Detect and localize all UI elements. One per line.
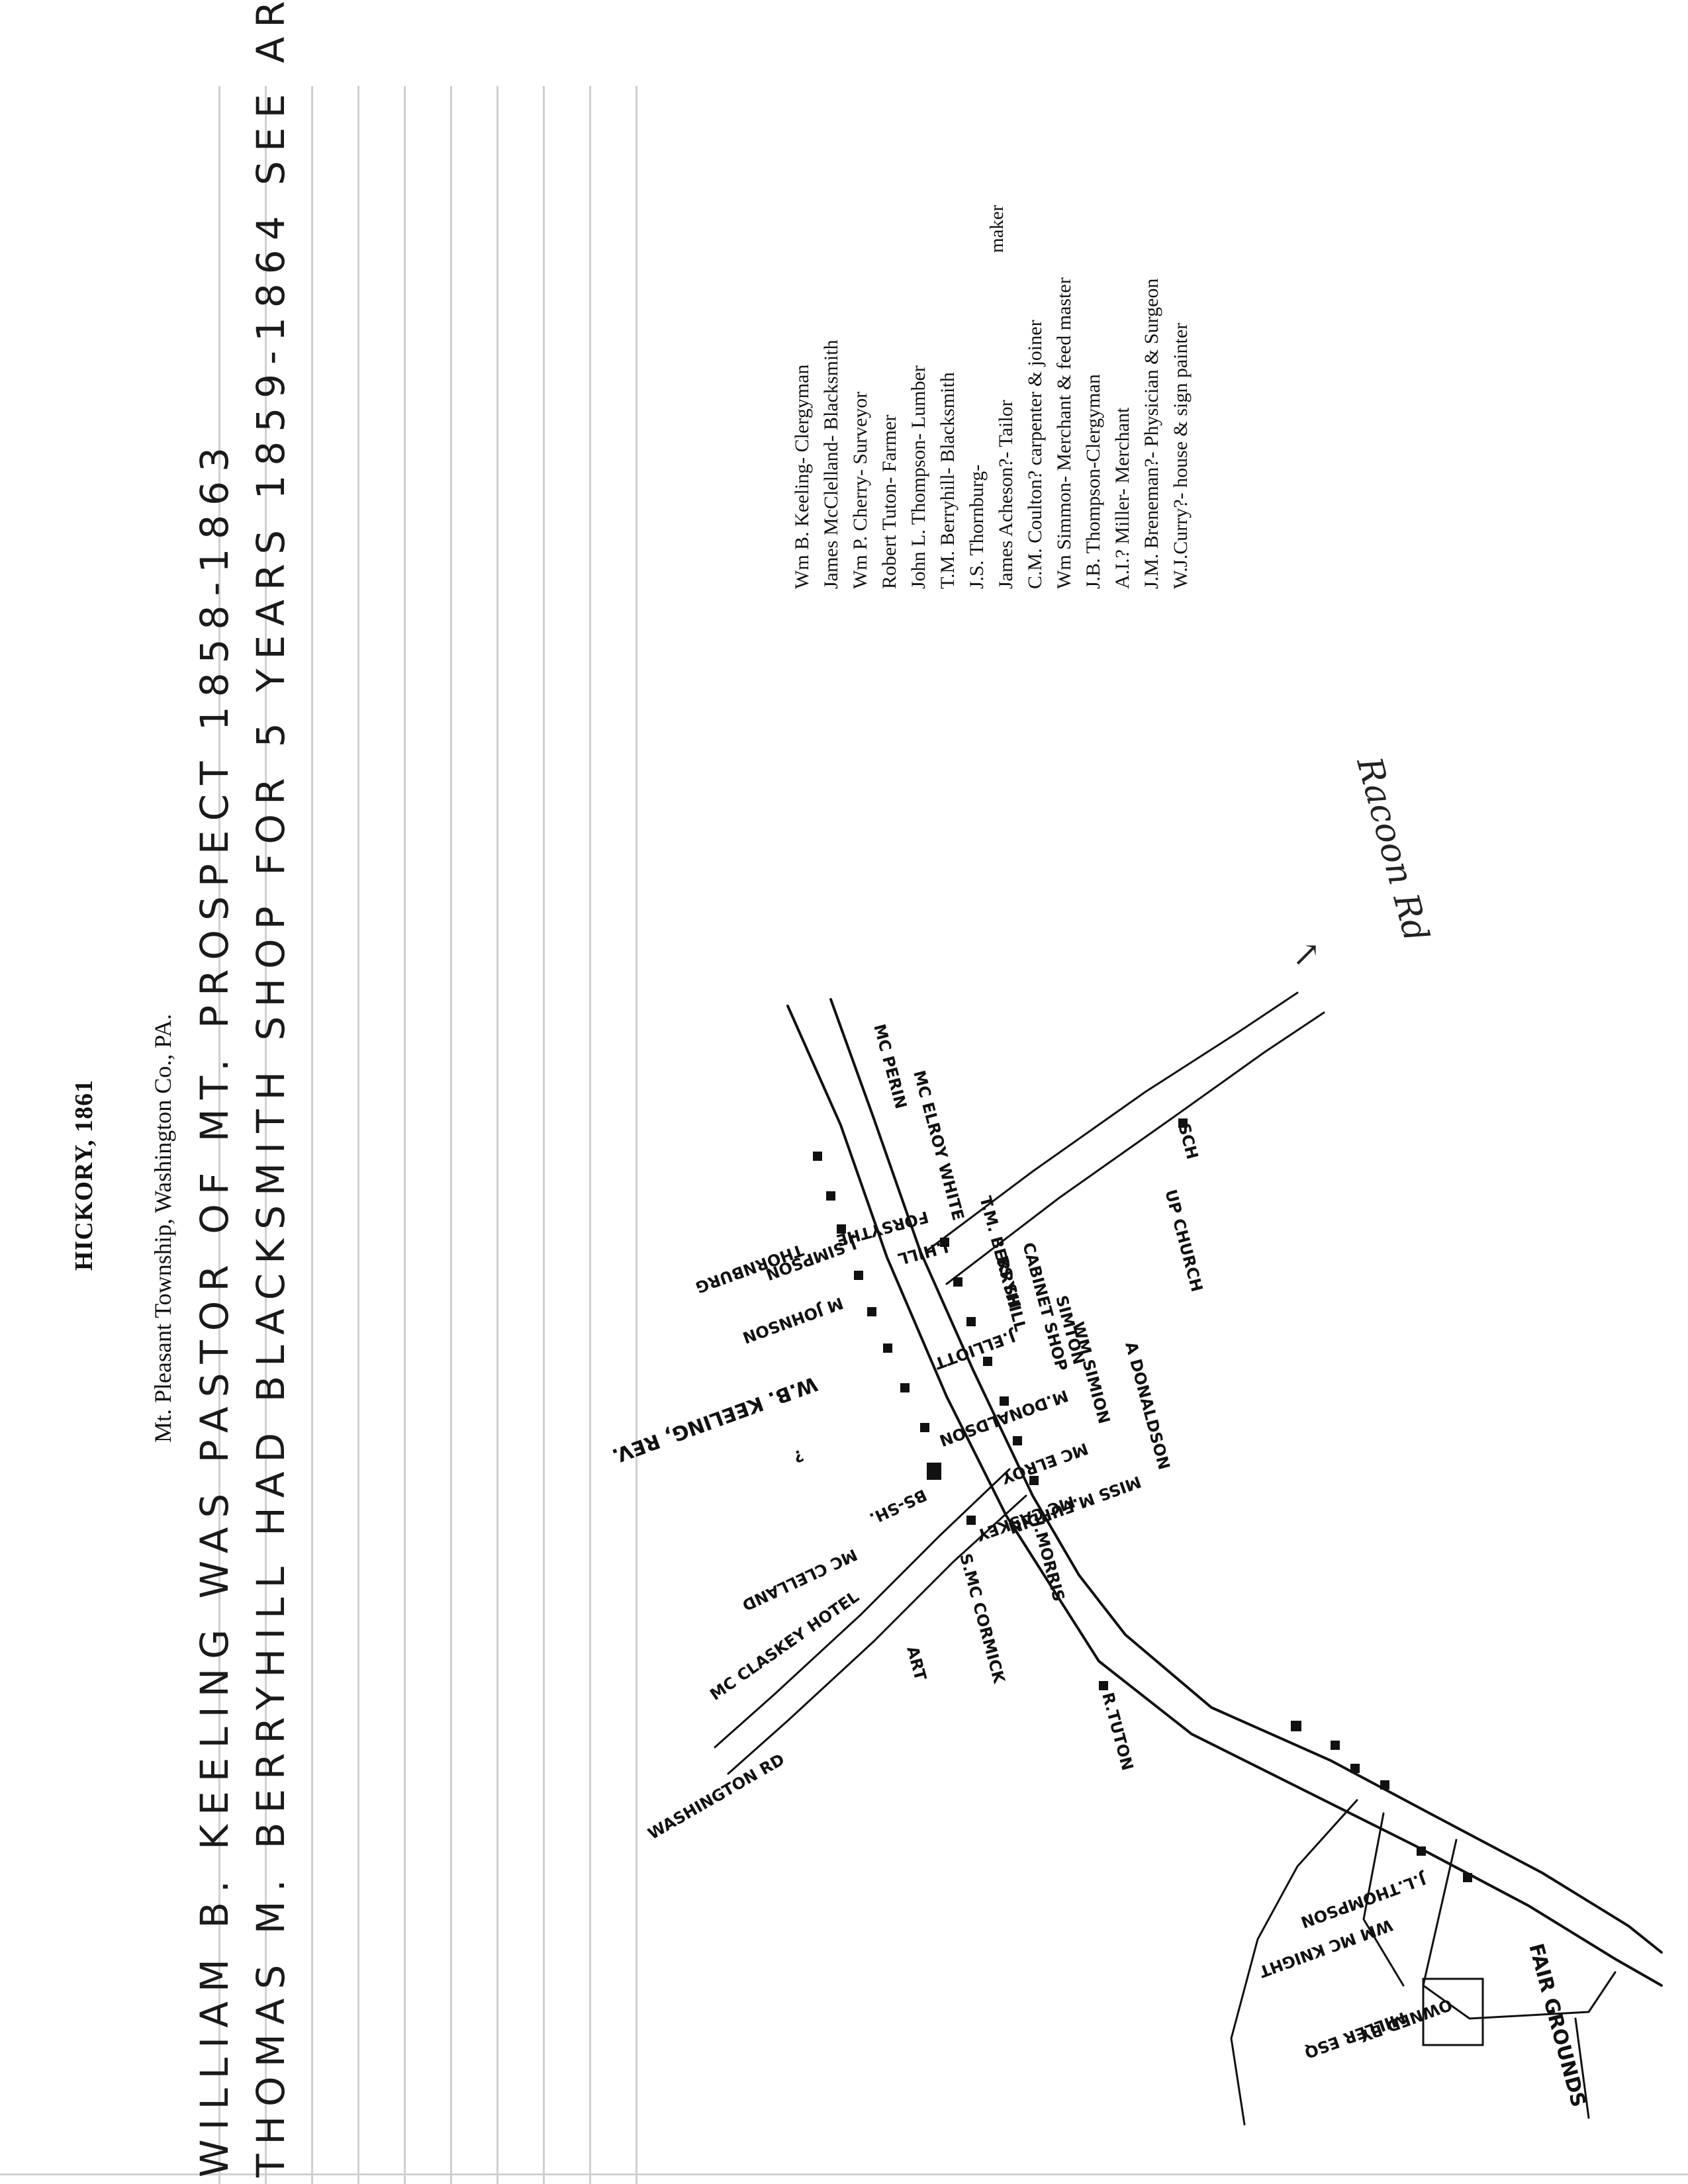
- art-label: ART: [903, 1644, 930, 1682]
- ruled-line: [543, 86, 545, 2184]
- ruled-line: [218, 86, 220, 2184]
- side-road: [1422, 1839, 1617, 2020]
- hill-label: J.HILL: [896, 1237, 951, 1269]
- building-marker: [883, 1343, 892, 1353]
- building-marker: [966, 1516, 976, 1525]
- side-road: [1362, 1812, 1405, 1987]
- ruled-line: [496, 86, 498, 2184]
- building-markers: [813, 1118, 1472, 1882]
- building-marker: [1013, 1436, 1022, 1445]
- ruled-line: [265, 86, 267, 2184]
- building-marker: [1029, 1476, 1039, 1485]
- mccormick-label: S.MC CORMICK: [956, 1551, 1009, 1686]
- thompson-label: J.L.THOMPSON: [1298, 1869, 1429, 1932]
- building-marker: [900, 1383, 910, 1392]
- unknown-mark: ?: [791, 1445, 806, 1466]
- fair-grounds-plot: [1422, 1978, 1484, 2046]
- hotel-label: MC CLASKEY HOTEL: [706, 1587, 863, 1704]
- building-marker: [927, 1463, 941, 1480]
- building-marker: [1000, 1396, 1009, 1406]
- bottom-rule: [0, 2173, 1688, 2175]
- building-marker: [1380, 1780, 1389, 1790]
- tuton-label: R.TUTON: [1098, 1690, 1137, 1772]
- side-road: [1230, 1799, 1358, 2126]
- building-marker: [826, 1191, 835, 1201]
- raccoon-road: [945, 1011, 1325, 1285]
- washington-road: [727, 1494, 1027, 1775]
- raccoon-road: [925, 991, 1299, 1252]
- building-marker: [1463, 1873, 1472, 1882]
- blacksmith-shop-2-label: BS SH: [992, 1253, 1024, 1310]
- blacksmith-shop-label: BS-SH.: [867, 1486, 929, 1528]
- building-marker: [867, 1307, 876, 1316]
- ruled-line: [635, 86, 637, 2184]
- wm-simion-label: WM SIMION: [1068, 1320, 1113, 1426]
- building-marker: [1291, 1721, 1301, 1731]
- mcelroy-label: MC ELROY: [999, 1439, 1091, 1487]
- ruled-line: [311, 86, 313, 2184]
- raccoon-road-arrow: →: [1282, 931, 1331, 979]
- washington-road: [714, 1468, 1011, 1749]
- washington-road-label: WASHINGTON RD: [645, 1750, 788, 1843]
- up-church-label: UP CHURCH: [1161, 1187, 1206, 1294]
- keeling-label: W.B. KEELING, REV.: [609, 1371, 820, 1467]
- building-marker: [940, 1238, 949, 1247]
- building-marker: [1331, 1741, 1340, 1750]
- ruled-line: [450, 86, 452, 2184]
- mcelroy-white-label: MC ELROY WHITE: [910, 1068, 967, 1222]
- building-marker: [813, 1152, 822, 1161]
- main-road: [829, 998, 1663, 1954]
- ruled-line: [404, 86, 406, 2184]
- mcperin-label: MC PERIN: [870, 1022, 910, 1111]
- school-label: SCH: [1174, 1121, 1201, 1161]
- building-marker: [1099, 1681, 1108, 1690]
- johnson-label: M JOHNSON: [740, 1293, 845, 1347]
- elliott-label: J.ELLIOTT: [931, 1326, 1019, 1373]
- building-marker: [1417, 1846, 1426, 1856]
- building-marker: [983, 1357, 992, 1366]
- building-marker: [1178, 1118, 1188, 1128]
- a-donaldson-label: A DONALDSON: [1121, 1340, 1174, 1471]
- building-marker: [854, 1271, 863, 1280]
- building-marker: [1350, 1764, 1360, 1773]
- mcknight-label: WM MC KNIGHT: [1256, 1915, 1395, 1981]
- building-marker: [920, 1423, 929, 1432]
- fair-grounds-label: FAIR GROUNDS: [1524, 1941, 1590, 2110]
- ruled-line: [589, 86, 591, 2184]
- building-marker: [837, 1224, 846, 1234]
- raccoon-road-label: Racoon Rd: [1348, 752, 1436, 946]
- ruled-line: [357, 86, 359, 2184]
- side-road: [1574, 2017, 1590, 2119]
- main-road: [786, 1005, 1663, 1987]
- building-marker: [953, 1277, 962, 1287]
- building-marker: [966, 1317, 976, 1326]
